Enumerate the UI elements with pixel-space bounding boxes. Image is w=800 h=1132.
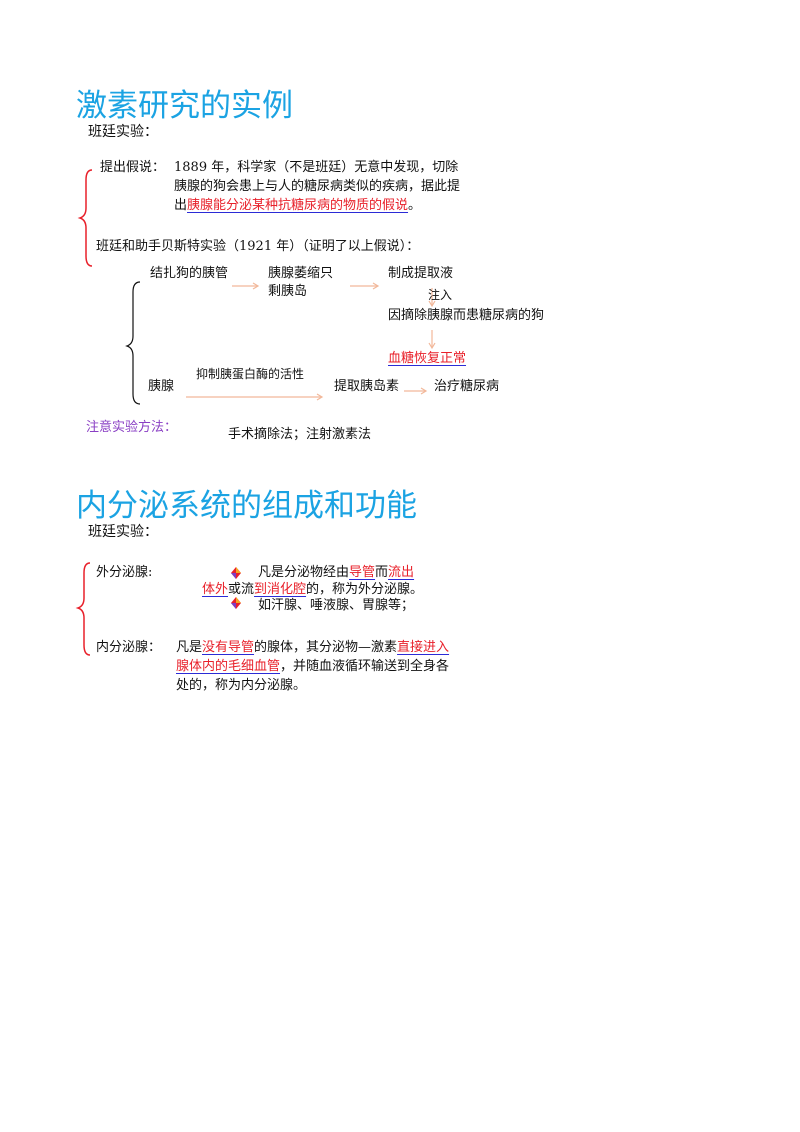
flow-step: 胰腺萎缩只 (268, 266, 334, 281)
exocrine-line: 凡是分泌物经由导管而流出 (258, 563, 414, 583)
method-text: 手术摘除法；注射激素法 (228, 427, 372, 442)
flow-step: 结扎狗的胰管 (150, 266, 229, 281)
diamond-bullet-icon (231, 597, 241, 609)
hypothesis-label: 提出假说： (100, 160, 166, 175)
exocrine-line: 体外或流到消化腔的，称为外分泌腺。 (202, 580, 423, 600)
highlight-text: 胰腺能分泌某种抗糖尿病的物质的假说 (187, 198, 409, 213)
experiment-title: 班廷和助手贝斯特实验（1921 年）（证明了以上假说）： (96, 239, 420, 254)
text-span: 。 (408, 198, 422, 213)
highlight-text: 体外 (202, 582, 229, 597)
flow-note: 抑制胰蛋白酶的活性 (196, 367, 305, 381)
flow-step: 制成提取液 (388, 266, 454, 281)
highlight-text: 直接进入 (397, 640, 450, 655)
text-span: 的腺体，其分泌物—激素 (254, 640, 398, 655)
text-span: 的，称为外分泌腺。 (306, 582, 424, 597)
exocrine-label: 外分泌腺: (96, 565, 153, 580)
flow-step: 治疗糖尿病 (434, 379, 500, 394)
flow-step: 因摘除胰腺而患糖尿病的狗 (388, 308, 545, 323)
section-title: 内分泌系统的组成和功能 (76, 488, 417, 524)
text-span: 出 (174, 198, 188, 213)
text-span: 凡是分泌物经由 (258, 565, 350, 580)
flow-result: 血糖恢复正常 (388, 351, 467, 366)
hypothesis-line: 胰腺的狗会患上与人的糖尿病类似的疾病，据此提 (174, 179, 461, 194)
brace-icon (125, 281, 141, 405)
endocrine-label: 内分泌腺： (96, 640, 162, 655)
flow-step: 提取胰岛素 (334, 379, 400, 394)
exocrine-line: 如汗腺、唾液腺、胃腺等； (258, 598, 415, 613)
highlight-text: 流出 (388, 565, 415, 580)
endocrine-line: 腺体内的毛细血管，并随血液循环输送到全身各 (176, 657, 449, 677)
text-span: 或流 (228, 582, 255, 597)
highlight-text: 没有导管 (202, 640, 255, 655)
flow-step: 胰腺 (148, 379, 175, 394)
text-span: 凡是 (176, 640, 203, 655)
text-span: ，并随血液循环输送到全身各 (280, 659, 450, 674)
section-subtitle: 班廷实验： (88, 524, 158, 540)
highlight-text: 到消化腔 (254, 582, 307, 597)
flow-note: 注入 (428, 288, 453, 302)
hypothesis-line: 出胰腺能分泌某种抗糖尿病的物质的假说。 (174, 196, 421, 216)
hypothesis-line: 1889 年，科学家（不是班廷）无意中发现，切除 (174, 160, 459, 175)
highlight-text: 腺体内的毛细血管 (176, 659, 281, 674)
section-title: 激素研究的实例 (76, 88, 293, 124)
section-subtitle: 班廷实验： (88, 124, 158, 140)
method-label: 注意实验方法： (86, 420, 178, 435)
flow-step: 剩胰岛 (268, 284, 308, 299)
endocrine-line: 处的，称为内分泌腺。 (176, 678, 307, 693)
text-span: 而 (375, 565, 389, 580)
highlight-text: 导管 (349, 565, 376, 580)
endocrine-line: 凡是没有导管的腺体，其分泌物—激素直接进入 (176, 638, 449, 658)
brace-icon (75, 562, 91, 656)
brace-icon (77, 169, 93, 267)
diamond-bullet-icon (231, 567, 241, 579)
